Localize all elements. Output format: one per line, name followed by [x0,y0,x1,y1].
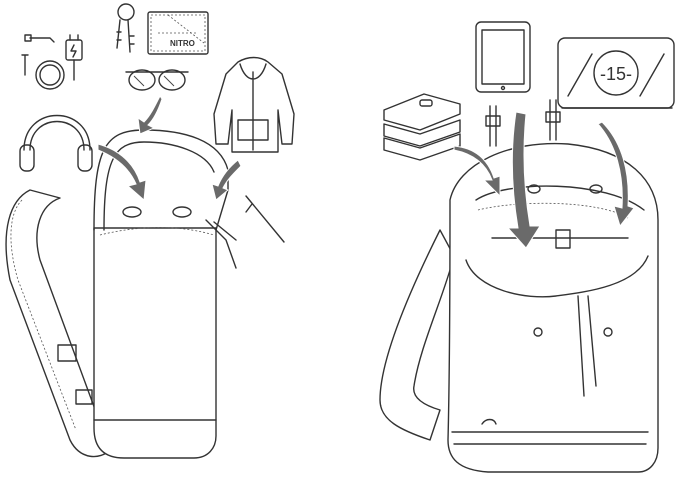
charger-cable-icon [21,34,83,90]
backpack-open-view [379,99,659,473]
tablet-icon [475,21,531,93]
laptop-icon: -15- [557,37,675,109]
backpack-side-view [5,129,285,459]
hoodie-icon [213,56,295,153]
headphones-icon [19,115,93,172]
wallet-brand-label: NITRO [170,39,195,48]
books-icon [383,93,461,161]
wallet-icon: NITRO [147,11,209,55]
sunglasses-icon [125,69,189,91]
laptop-size-label: -15- [600,64,632,84]
keys-icon [116,3,135,53]
packing-arrows-right [453,111,635,249]
packing-arrows-left [97,95,242,202]
